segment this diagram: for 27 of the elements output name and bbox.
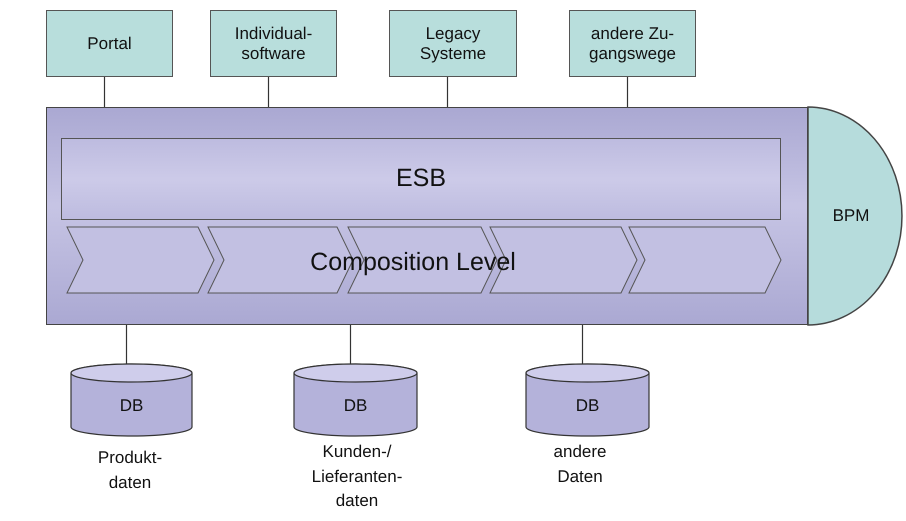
database-cylinder <box>70 364 193 436</box>
connector-line <box>350 325 352 364</box>
system-label: Individual- software <box>234 24 314 64</box>
system-box <box>210 10 337 77</box>
system-label: Portal <box>87 34 132 54</box>
node-label: DB <box>344 396 368 416</box>
node-label: DB <box>120 396 144 416</box>
system-box <box>46 10 173 77</box>
connector-line <box>626 77 628 107</box>
system-label: andere Zu- gangswege <box>588 24 677 64</box>
connector-line <box>582 325 584 364</box>
connector-line <box>126 325 128 364</box>
data-caption: Produkt- daten <box>96 447 164 494</box>
node-label: ESB <box>396 164 446 192</box>
connector-line <box>104 77 106 107</box>
database-cylinder <box>525 364 650 436</box>
data-caption: andere Daten <box>552 441 608 488</box>
esb-bar <box>61 138 781 220</box>
system-box <box>389 10 517 77</box>
node-label: BPM <box>832 206 870 226</box>
database-cylinder <box>293 364 418 436</box>
system-box <box>569 10 696 77</box>
node-label: DB <box>576 396 600 416</box>
connector-line <box>268 77 270 107</box>
connector-line <box>446 77 448 107</box>
data-caption: Kunden-/ Lieferanten- daten <box>310 441 404 512</box>
system-label: Legacy Systeme <box>418 24 488 64</box>
